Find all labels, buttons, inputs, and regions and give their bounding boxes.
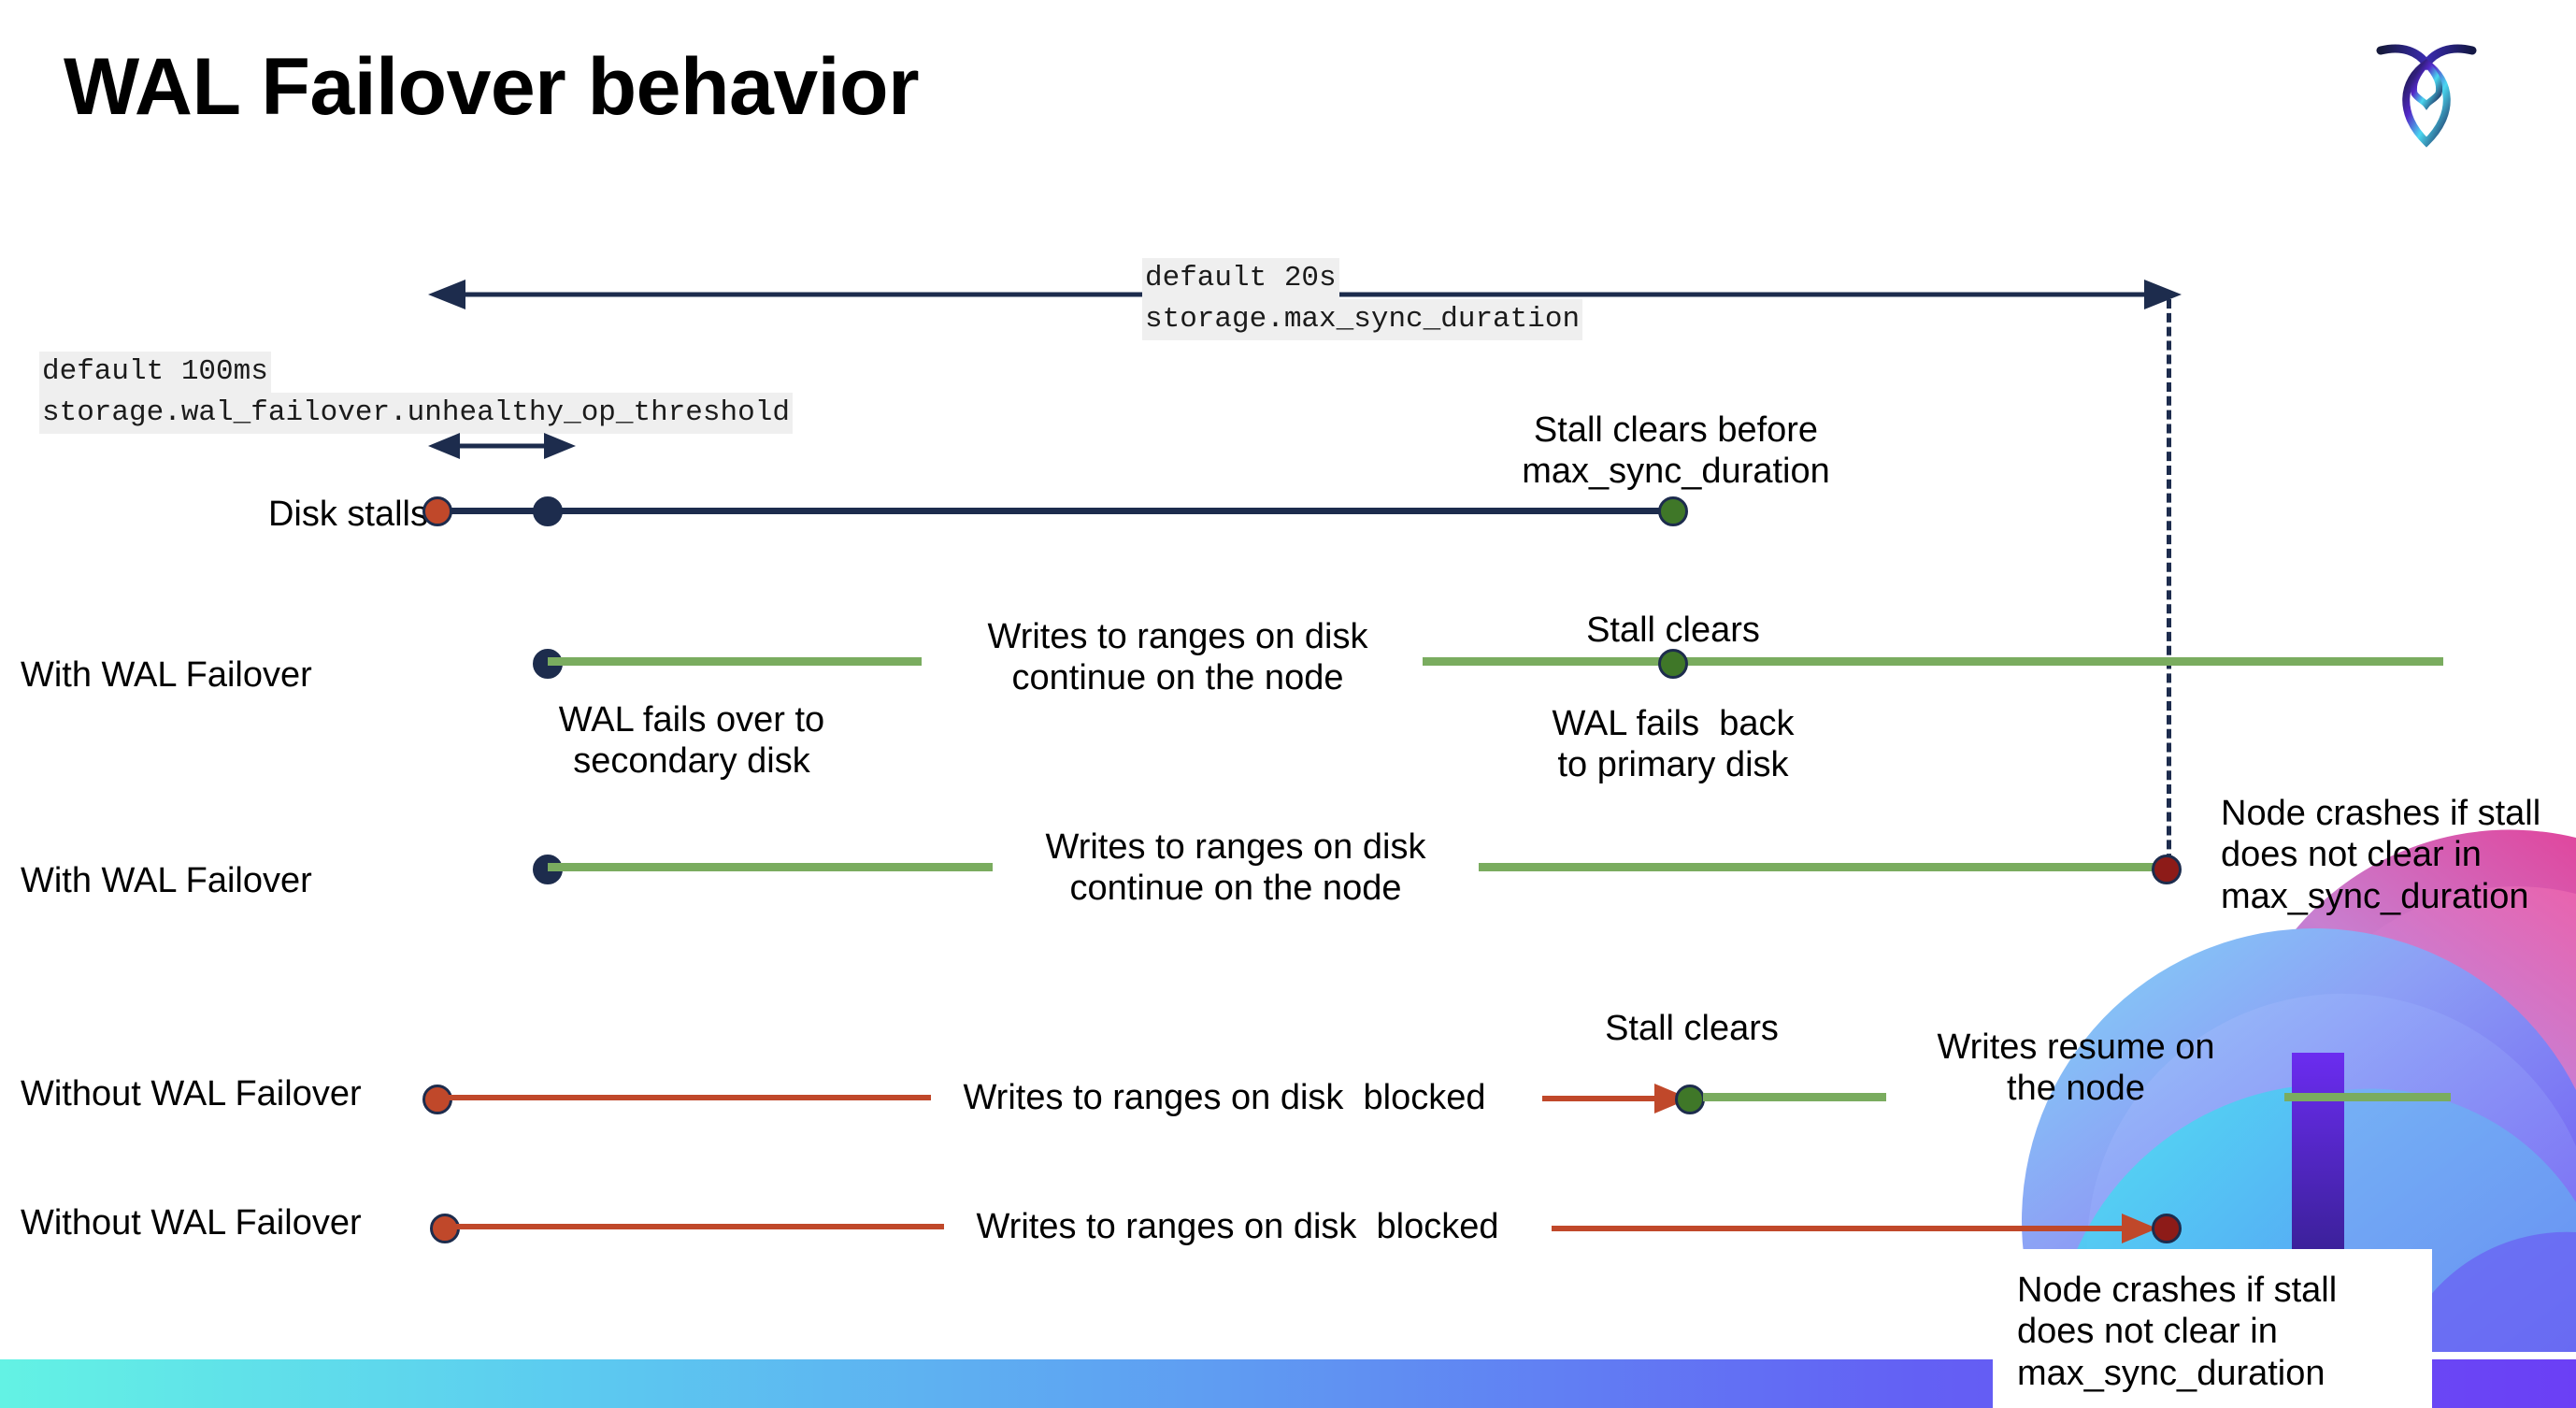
note-wal-fails-over-secondary: WAL fails over to secondary disk [558, 700, 825, 782]
row-label-with-wal-failover-2: With WAL Failover [21, 861, 312, 900]
unhealthy-op-default-chip: default 100ms [39, 352, 271, 393]
without-wal-failover-blocked-arrow-2 [1552, 1207, 2168, 1250]
without-wal-failover-blocked-segment-1 [447, 1095, 931, 1100]
note-writes-continue-1: Writes to ranges on disk continue on the… [987, 617, 1368, 698]
without-wal-failover-resume-segment-1b [2284, 1093, 2451, 1101]
note-node-crashes-without-failover: Node crashes if stall does not clear in … [2017, 1271, 2338, 1393]
max-sync-setting-chip: storage.max_sync_duration [1142, 299, 1583, 340]
row-label-without-wal-failover-2: Without WAL Failover [21, 1203, 362, 1243]
max-sync-boundary-dashed-line [2167, 299, 2171, 877]
disk-stall-start-dot [422, 496, 452, 526]
note-node-crashes-with-failover: Node crashes if stall does not clear in … [2221, 794, 2541, 916]
note-stall-clears-2: Stall clears [1605, 1009, 1779, 1048]
note-stall-clears-1: Stall clears [1586, 611, 1760, 650]
note-wal-fails-back-primary: WAL fails back to primary disk [1552, 704, 1795, 785]
wal-failover-trigger-dot [533, 496, 563, 526]
without-wal-failover-blocked-segment-2 [454, 1224, 944, 1229]
row-label-with-wal-failover-1: With WAL Failover [21, 655, 312, 695]
disk-stalls-clear-dot [1658, 496, 1688, 526]
note-writes-continue-2: Writes to ranges on disk continue on the… [1045, 827, 1426, 909]
note-writes-blocked-2: Writes to ranges on disk blocked [976, 1207, 1499, 1246]
stall-clears-dot-without-1 [1675, 1085, 1705, 1114]
unhealthy-op-threshold-arrow [422, 425, 581, 467]
note-stall-clears-before-max-sync: Stall clears before max_sync_duration [1522, 410, 1830, 492]
node-crashes-callout: Node crashes if stall does not clear in … [1993, 1249, 2432, 1408]
with-wal-failover-segment-1b [1423, 657, 2443, 666]
without-wal-failover-resume-segment-1a [1703, 1093, 1886, 1101]
with-wal-failover-segment-1a [548, 657, 922, 666]
max-sync-default-chip: default 20s [1142, 258, 1339, 299]
node-crash-dot-with-failover [2152, 855, 2182, 884]
note-writes-resume: Writes resume on the node [1937, 1027, 2215, 1109]
note-writes-blocked-1: Writes to ranges on disk blocked [963, 1078, 1486, 1117]
without-wal-failover-blocked-arrow-1 [1542, 1077, 1701, 1120]
with-wal-failover-segment-2a [548, 863, 993, 871]
stall-clears-dot-1 [1658, 649, 1688, 679]
cockroachdb-logo-icon [2366, 28, 2487, 154]
node-crash-dot-without-failover [2152, 1214, 2182, 1243]
row-label-disk-stalls: Disk stalls [267, 495, 428, 534]
row-label-without-wal-failover-1: Without WAL Failover [21, 1074, 362, 1113]
page-title: WAL Failover behavior [64, 42, 920, 132]
disk-stalls-timeline [447, 508, 1671, 514]
with-wal-failover-segment-2b [1479, 863, 2172, 871]
unhealthy-op-setting-chip: storage.wal_failover.unhealthy_op_thresh… [39, 393, 793, 434]
